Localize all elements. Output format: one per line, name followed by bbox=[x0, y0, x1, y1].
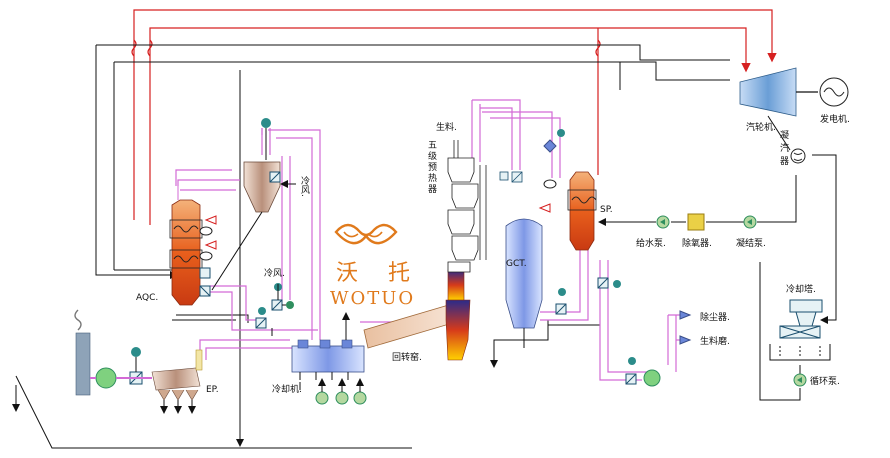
sp-boiler bbox=[538, 129, 621, 289]
gct-tower bbox=[505, 218, 567, 338]
turbine-set bbox=[739, 67, 849, 164]
water-lines bbox=[12, 44, 837, 449]
label-kiln: 回转窑. bbox=[392, 351, 422, 363]
rotary-kiln bbox=[363, 269, 471, 361]
label-gct: GCT. bbox=[506, 259, 527, 269]
aqc-boiler bbox=[169, 180, 217, 306]
label-preheater: 五级预热器 bbox=[426, 140, 436, 195]
labels: AQC. EP. 冷风. 冷却机. 回转窑. 生料. GCT. SP. 汽轮机.… bbox=[136, 113, 850, 395]
label-generator: 发电机. bbox=[820, 113, 850, 125]
cooling-tower bbox=[769, 299, 831, 387]
label-raw-mill: 生料磨. bbox=[700, 335, 730, 347]
label-deaerator: 除氧器. bbox=[682, 237, 712, 249]
steam-lines bbox=[131, 9, 777, 225]
label-cooling-tower: 冷却塔. bbox=[786, 283, 816, 295]
gas-ducts bbox=[175, 99, 690, 381]
label-feed-pump: 给水泵. bbox=[636, 237, 666, 249]
label-cold-air-lower: 冷风. bbox=[264, 267, 285, 279]
label-aqc: AQC. bbox=[136, 293, 158, 303]
label-circ-pump: 循环泵. bbox=[810, 375, 840, 387]
label-raw-meal: 生料. bbox=[436, 121, 457, 133]
label-ep: EP. bbox=[206, 385, 219, 395]
ep-unit bbox=[74, 309, 203, 414]
clinker-cooler bbox=[255, 283, 367, 405]
logo-en: WOTUO bbox=[330, 288, 415, 309]
label-cold-air-upper: 冷风. bbox=[299, 176, 309, 197]
logo-cn-2: 托 bbox=[388, 261, 410, 286]
label-sp: SP. bbox=[600, 205, 613, 215]
sp-fan bbox=[625, 310, 692, 387]
label-condensate-pump: 凝结泵. bbox=[736, 237, 766, 249]
settling-chamber bbox=[211, 118, 296, 291]
label-cooler: 冷却机. bbox=[272, 383, 302, 395]
label-turbine: 汽轮机. bbox=[746, 121, 776, 133]
preheater-tower bbox=[447, 140, 523, 273]
label-condenser: 凝汽器 bbox=[778, 130, 788, 169]
logo-cn-1: 沃 bbox=[336, 261, 358, 286]
label-dust-collector: 除尘器. bbox=[700, 311, 730, 323]
wotuo-logo: 沃 托 WOTUO bbox=[330, 223, 415, 309]
feed-water-train bbox=[656, 213, 757, 231]
